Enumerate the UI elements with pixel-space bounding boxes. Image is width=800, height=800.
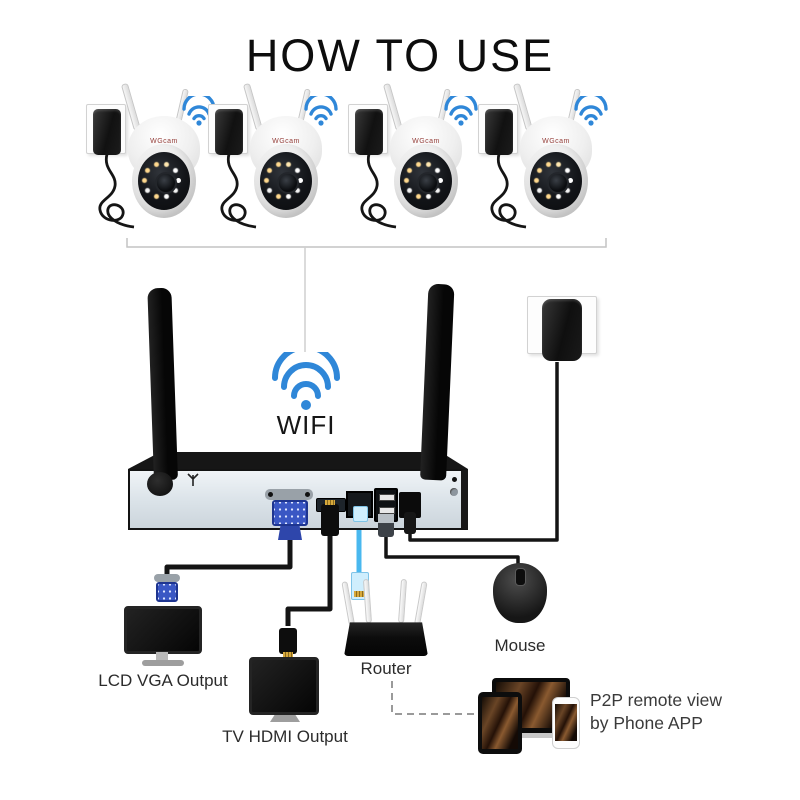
camera-led-ring [568,178,573,183]
camera-led-ring [438,178,443,183]
usb-slot-bottom [379,507,395,514]
usb-plug-metal [378,514,394,523]
camera-unit: WGcam [478,82,610,242]
camera-led-ring [298,178,303,183]
nvr-top-panel [128,452,468,469]
vga-screw-left [268,492,273,497]
wifi-icon [574,96,608,126]
p2p-label-line1: P2P remote view [590,690,722,710]
p2p-dashed-connector [391,681,477,715]
power-port [399,492,421,518]
vga-connector-monitor [156,582,178,602]
p2p-label-line2: by Phone APP [590,713,703,733]
vga-cable [164,538,293,577]
mouse-label: Mouse [494,636,546,655]
camera-lens-icon [155,172,177,194]
vga-screw-right [305,492,310,497]
camera-unit: WGcam [86,82,218,242]
camera-row: WGcam WGcam [80,82,740,244]
monitor-neck [156,652,168,661]
camera-logo: WGcam [272,138,300,145]
nvr-power-adapter [542,299,582,361]
camera-logo: WGcam [412,138,440,145]
camera-unit: WGcam [348,82,480,242]
power-cable [408,362,559,542]
tv-output-label: TV HDMI Output [222,727,348,746]
wifi-icon [182,96,216,126]
vga-connector2-flange [154,574,180,582]
nvr-ir-dot [452,477,457,482]
tv-screen [249,657,319,715]
wifi-icon [304,96,338,126]
laptop-base [488,733,574,738]
hdmi-gold-tip [325,500,335,505]
camera-power-cord [490,153,527,229]
power-plug [404,512,416,534]
wifi-icon [444,96,478,126]
wifi-icon-large [272,352,340,410]
power-adapter [93,109,121,155]
camera-logo: WGcam [542,138,570,145]
usb-slot-top [379,494,395,501]
hdmi-connector-tv [279,628,297,654]
antenna-symbol-icon [187,473,199,486]
mouse-cable [384,534,520,566]
bracket-line [126,238,607,248]
usb-plug-body [378,523,394,537]
power-adapter [215,109,243,155]
vga-connector-tail [278,526,302,540]
router-label: Router [360,659,412,678]
camera-unit: WGcam [208,82,340,242]
ethernet-plug-top [353,506,368,522]
camera-lens-icon [417,172,439,194]
hdmi-cable [285,536,333,626]
camera-power-cord [360,153,397,229]
camera-power-cord [220,153,257,229]
nvr-antenna-base-left [147,472,173,496]
vga-connector [272,500,308,526]
vga-port [265,489,313,500]
tablet-screen [482,697,518,749]
power-adapter [485,109,513,155]
hdmi-connector [321,504,339,536]
wifi-label: WIFI [276,410,336,440]
nvr-screw-icon [450,488,458,496]
ethernet-gold-pins [354,591,364,597]
monitor-base [142,660,184,666]
phone-screen [555,704,577,741]
camera-logo: WGcam [150,138,178,145]
hdmi-gold-tip-tv [283,652,293,657]
camera-lens-icon [277,172,299,194]
power-adapter [355,109,383,155]
tv-base [270,715,300,722]
router [344,622,428,656]
camera-lens-icon [547,172,569,194]
camera-led-ring [176,178,181,183]
camera-power-cord [98,153,135,229]
lcd-output-label: LCD VGA Output [98,671,228,690]
page-title: HOW TO USE [245,30,555,81]
lcd-monitor [124,606,202,654]
mouse-wheel [515,568,526,586]
